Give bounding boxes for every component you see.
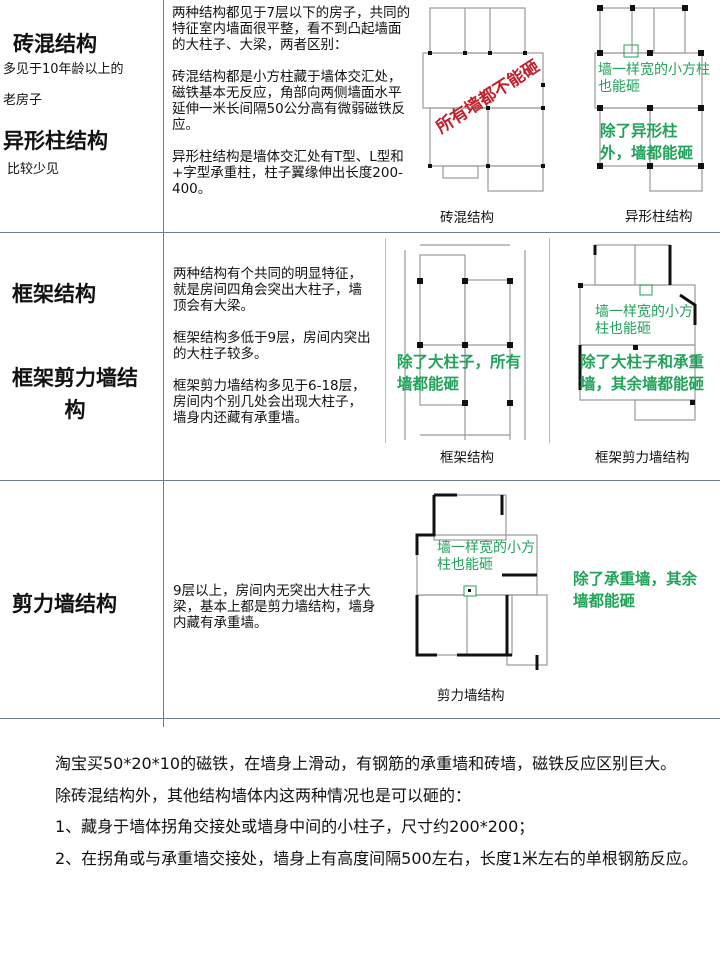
note-small-column: 墙一样宽的小方柱也能砸 — [598, 62, 710, 95]
summary-paragraph: 除砖混结构外，其他结构墙体内这两种情况也是可以砸的： — [55, 785, 472, 805]
heading-shear-wall: 剪力墙结构 — [12, 592, 117, 616]
floor-plan-brick-concrete — [422, 7, 545, 192]
note-special-column: 比较少见 — [7, 162, 60, 177]
note-demolishable: 除了承重墙，其余墙都能砸 — [573, 570, 698, 610]
note-demolishable: 除了大柱子和承重墙，其余墙都能砸 — [580, 353, 705, 393]
paragraph: 两种结构有个共同的明显特征，就是房间四角会突出大柱子，墙顶会有大梁。 — [173, 266, 362, 314]
paragraph: 砖混结构都是小方柱藏于墙体交汇处，磁铁基本无反应，角部向两侧墙面水平延伸一米长间… — [172, 69, 406, 133]
heading-special-column: 异形柱结构 — [3, 129, 108, 153]
paragraph: 框架结构多低于9层，房间内突出的大柱子较多。 — [173, 330, 371, 362]
caption-frame: 框架结构 — [440, 450, 494, 466]
row1-description: 两种结构都见于7层以下的房子，共同的特征室内墙面很平整，看不到凸起墙面的大柱子、… — [172, 5, 412, 213]
paragraph: 9层以上，房间内无突出大柱子大梁，基本上都是剪力墙结构，墙身内藏有承重墙。 — [173, 583, 376, 631]
column-divider — [163, 0, 164, 727]
row-divider — [0, 232, 720, 233]
paragraph: 两种结构都见于7层以下的房子，共同的特征室内墙面很平整，看不到凸起墙面的大柱子、… — [172, 5, 411, 53]
heading-brick-concrete: 砖混结构 — [13, 32, 97, 56]
summary-text: 淘宝买50*20*10的磁铁，在墙身上滑动，有钢筋的承重墙和砖墙，磁铁反应区别巨… — [55, 748, 705, 874]
note-brick-concrete-2: 老房子 — [3, 93, 43, 108]
floor-plan-frame — [404, 244, 526, 440]
note-small-column: 墙一样宽的小方柱也能砸 — [437, 540, 535, 573]
floor-plan-special-column — [594, 5, 704, 192]
caption-brick-concrete: 砖混结构 — [440, 210, 494, 226]
paragraph: 框架剪力墙结构多见于6-18层，房间内个别几处会出现大柱子，墙身内还藏有承重墙。 — [173, 378, 366, 426]
heading-frame-shear-wall: 框架剪力墙结构 — [12, 366, 138, 422]
heading-frame: 框架结构 — [12, 282, 96, 306]
caption-special-column: 异形柱结构 — [625, 209, 693, 225]
paragraph: 异形柱结构是墙体交汇处有T型、L型和+字型承重柱，柱子翼缘伸出长度200-400… — [172, 149, 404, 197]
floor-plan-frame-shear-wall — [578, 244, 697, 421]
caption-shear-wall: 剪力墙结构 — [437, 688, 505, 704]
image-divider — [385, 238, 386, 443]
summary-list-item: 2、在拐角或与承重墙交接处，墙身上有高度间隔500左右，长度1米左右的单根钢筋反… — [55, 848, 698, 868]
row2-description: 两种结构有个共同的明显特征，就是房间四角会突出大柱子，墙顶会有大梁。 框架结构多… — [173, 266, 373, 442]
floor-plan-shear-wall — [415, 493, 548, 670]
note-demolishable: 除了异形柱外，墙都能砸 — [600, 122, 694, 162]
image-divider — [549, 238, 550, 443]
note-brick-concrete: 多见于10年龄以上的 — [3, 62, 124, 77]
row-divider — [0, 718, 720, 719]
caption-frame-shear-wall: 框架剪力墙结构 — [595, 450, 690, 466]
note-demolishable: 除了大柱子，所有墙都能砸 — [397, 353, 522, 393]
note-small-column: 墙一样宽的小方柱也能砸 — [595, 304, 693, 337]
summary-list-item: 1、藏身于墙体拐角交接处或墙身中间的小柱子，尺寸约200*200； — [55, 817, 535, 836]
summary-paragraph: 淘宝买50*20*10的磁铁，在墙身上滑动，有钢筋的承重墙和砖墙，磁铁反应区别巨… — [55, 754, 677, 773]
row3-description: 9层以上，房间内无突出大柱子大梁，基本上都是剪力墙结构，墙身内藏有承重墙。 — [173, 583, 383, 647]
row-divider — [0, 480, 720, 481]
